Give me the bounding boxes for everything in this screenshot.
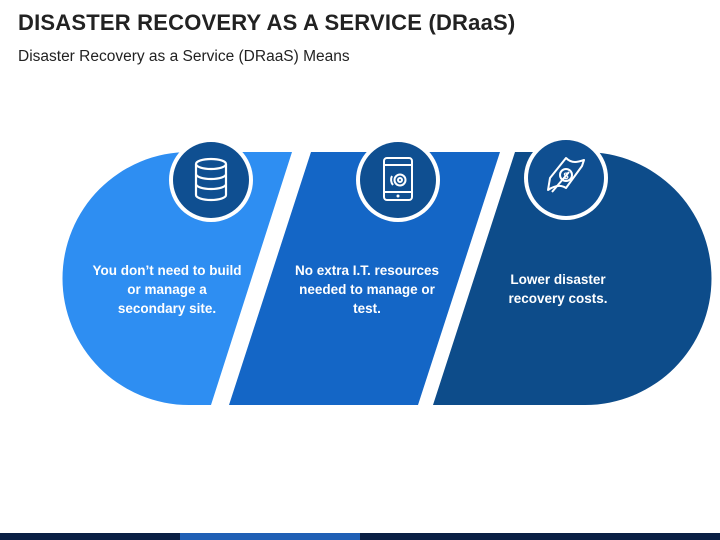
slide-subtitle: Disaster Recovery as a Service (DRaaS) M… (18, 48, 350, 65)
panel-3-shape (433, 152, 712, 405)
svg-text:$: $ (563, 171, 568, 181)
panel-1-shape (62, 152, 292, 406)
bottom-bar-segment (180, 533, 360, 540)
panel-1-text: You don’t need to build or manage a seco… (92, 263, 242, 316)
panel-2-text: No extra I.T. resources needed to manage… (294, 263, 440, 316)
slide-title: DISASTER RECOVERY AS A SERVICE (DRaaS) (18, 10, 516, 35)
bottom-bar-segment (360, 533, 720, 540)
bottom-bar-segment (0, 533, 180, 540)
panel-2-shape (229, 152, 500, 405)
money-icon: $ (524, 136, 608, 220)
tablet-settings-icon (356, 138, 440, 222)
panel-3-text: Lower disaster recovery costs. (508, 272, 608, 306)
database-icon (169, 138, 253, 222)
bottom-accent-bar (0, 533, 720, 540)
